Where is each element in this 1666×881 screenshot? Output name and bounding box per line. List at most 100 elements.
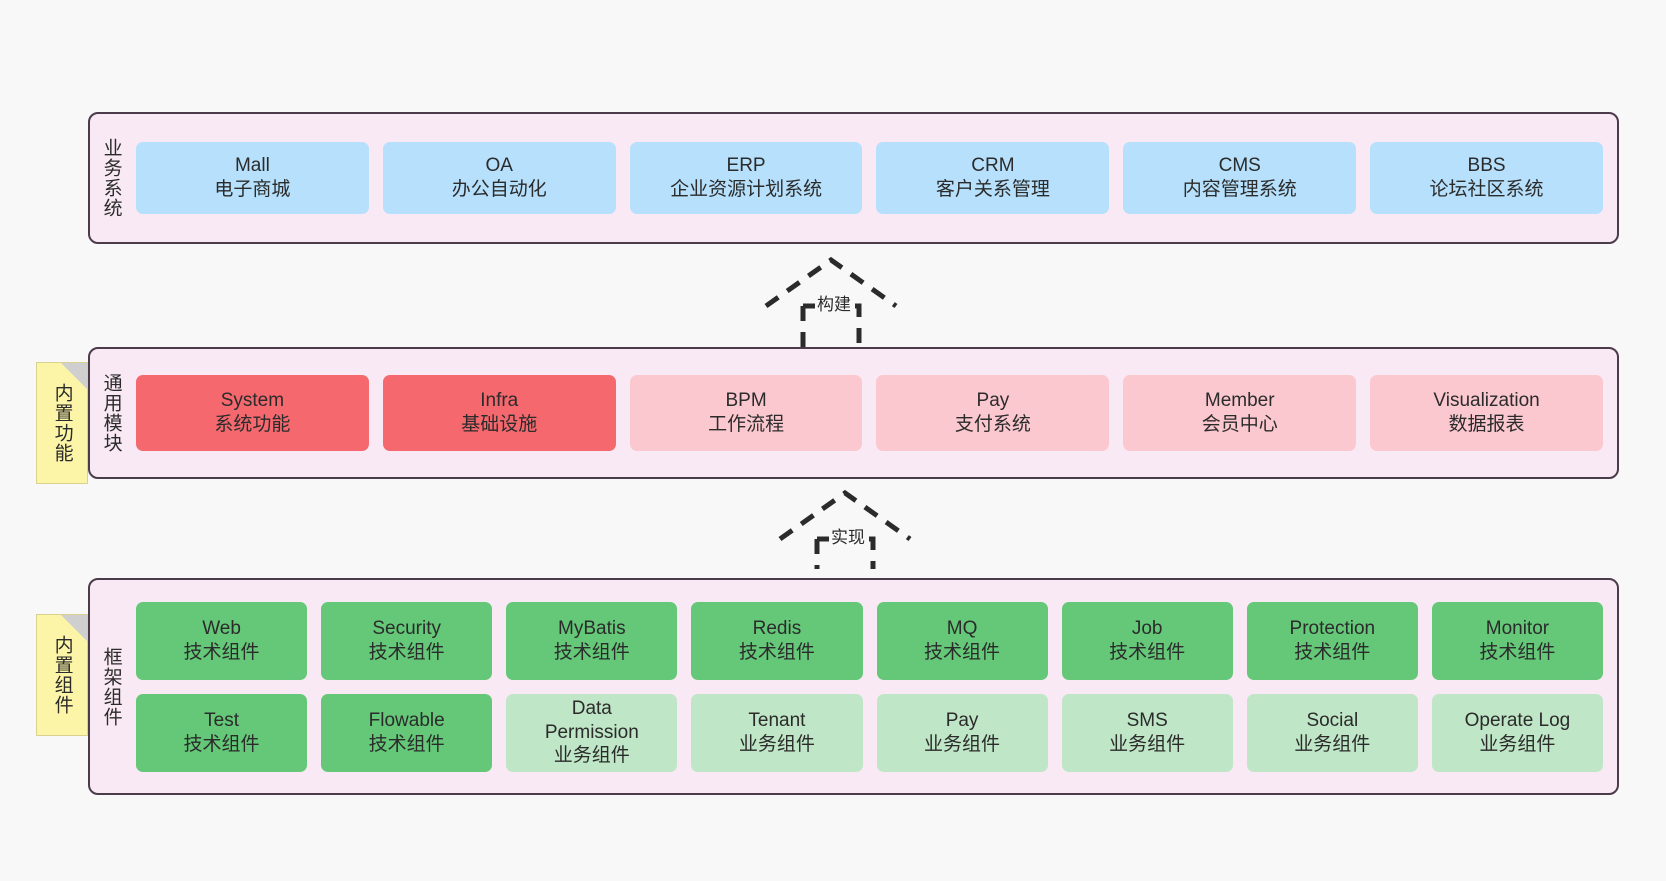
card-cms-desc: 内容管理系统 — [1182, 179, 1297, 200]
card-system[interactable]: System 系统功能 — [136, 375, 369, 451]
card-security[interactable]: Security 技术组件 — [321, 601, 493, 680]
layer-framework-component-body: Web 技术组件 Security 技术组件 MyBatis 技术组件 Redi… — [132, 580, 1617, 793]
framework-biz-row: Test 技术组件 Flowable 技术组件 Data Permission … — [136, 693, 1603, 772]
card-test[interactable]: Test 技术组件 — [136, 693, 308, 772]
note-builtin-function: 内置功能 — [36, 362, 88, 484]
card-web-desc: 技术组件 — [183, 641, 260, 663]
connector-build-label: 构建 — [815, 290, 853, 315]
card-pay-biz-name: Pay — [945, 709, 979, 731]
card-data-permission-desc: 业务组件 — [553, 745, 630, 767]
note-builtin-component: 内置组件 — [36, 614, 88, 736]
card-security-desc: 技术组件 — [368, 641, 445, 663]
card-sms-name: SMS — [1126, 709, 1168, 731]
card-mq-name: MQ — [946, 617, 978, 639]
card-crm-desc: 客户关系管理 — [935, 179, 1050, 200]
card-member[interactable]: Member 会员中心 — [1123, 375, 1357, 451]
card-operate-log-desc: 业务组件 — [1479, 733, 1556, 755]
layer-business-system: 业务系统 Mall 电子商城 OA 办公自动化 ERP 企业资源计划系统 CRM… — [88, 112, 1619, 244]
card-test-name: Test — [204, 709, 239, 731]
card-pay[interactable]: Pay 支付系统 — [876, 375, 1110, 451]
layer-framework-component: 框架组件 Web 技术组件 Security 技术组件 MyBatis 技术组件… — [88, 578, 1619, 795]
card-pay-desc: 支付系统 — [954, 414, 1031, 435]
card-redis-desc: 技术组件 — [738, 641, 815, 663]
card-visualization[interactable]: Visualization 数据报表 — [1370, 375, 1603, 451]
card-system-desc: 系统功能 — [214, 414, 291, 435]
card-monitor-name: Monitor — [1485, 617, 1550, 639]
card-tenant-name: Tenant — [748, 709, 806, 731]
card-mybatis-name: MyBatis — [558, 617, 626, 639]
connector-implement-label: 实现 — [829, 523, 867, 548]
layer-common-module-body: System 系统功能 Infra 基础设施 BPM 工作流程 Pay 支付系统… — [132, 349, 1617, 477]
card-bpm-desc: 工作流程 — [708, 414, 785, 435]
business-card-row: Mall 电子商城 OA 办公自动化 ERP 企业资源计划系统 CRM 客户关系… — [136, 142, 1603, 214]
card-oa-name: OA — [485, 155, 513, 177]
note-builtin-component-label: 内置组件 — [51, 635, 73, 715]
card-social[interactable]: Social 业务组件 — [1246, 693, 1418, 772]
card-test-desc: 技术组件 — [183, 733, 260, 755]
framework-tech-row: Web 技术组件 Security 技术组件 MyBatis 技术组件 Redi… — [136, 601, 1603, 680]
card-member-desc: 会员中心 — [1201, 414, 1278, 435]
card-erp[interactable]: ERP 企业资源计划系统 — [629, 142, 863, 214]
card-monitor-desc: 技术组件 — [1479, 641, 1556, 663]
card-flowable[interactable]: Flowable 技术组件 — [321, 693, 493, 772]
card-erp-desc: 企业资源计划系统 — [670, 179, 823, 200]
connector-implement-arrow — [778, 489, 912, 569]
card-job[interactable]: Job 技术组件 — [1061, 601, 1233, 680]
card-crm-name: CRM — [971, 155, 1015, 177]
card-tenant[interactable]: Tenant 业务组件 — [691, 693, 863, 772]
card-security-name: Security — [372, 617, 441, 639]
card-mall-name: Mall — [234, 155, 270, 177]
card-job-desc: 技术组件 — [1109, 641, 1186, 663]
card-member-name: Member — [1204, 390, 1275, 412]
card-oa[interactable]: OA 办公自动化 — [382, 142, 616, 214]
card-protection-name: Protection — [1289, 617, 1376, 639]
card-sms[interactable]: SMS 业务组件 — [1061, 693, 1233, 772]
common-card-row: System 系统功能 Infra 基础设施 BPM 工作流程 Pay 支付系统… — [136, 375, 1603, 451]
card-tenant-desc: 业务组件 — [738, 733, 815, 755]
card-visualization-desc: 数据报表 — [1448, 414, 1525, 435]
card-bbs-desc: 论坛社区系统 — [1429, 179, 1544, 200]
card-redis-name: Redis — [752, 617, 802, 639]
layer-business-system-body: Mall 电子商城 OA 办公自动化 ERP 企业资源计划系统 CRM 客户关系… — [132, 114, 1617, 242]
layer-common-module: 通用模块 System 系统功能 Infra 基础设施 BPM 工作流程 Pay… — [88, 347, 1619, 479]
card-infra[interactable]: Infra 基础设施 — [382, 375, 616, 451]
note-builtin-function-label: 内置功能 — [51, 383, 73, 463]
card-pay-biz[interactable]: Pay 业务组件 — [876, 693, 1048, 772]
card-cms[interactable]: CMS 内容管理系统 — [1123, 142, 1357, 214]
card-social-name: Social — [1306, 709, 1359, 731]
card-protection-desc: 技术组件 — [1294, 641, 1371, 663]
card-bbs-name: BBS — [1467, 155, 1506, 177]
card-social-desc: 业务组件 — [1294, 733, 1371, 755]
card-infra-desc: 基础设施 — [461, 414, 538, 435]
card-mybatis[interactable]: MyBatis 技术组件 — [506, 601, 678, 680]
card-pay-name: Pay — [976, 390, 1010, 412]
card-infra-name: Infra — [480, 390, 519, 412]
card-operate-log[interactable]: Operate Log 业务组件 — [1431, 693, 1603, 772]
card-data-permission[interactable]: Data Permission 业务组件 — [506, 693, 678, 772]
connector-build-arrow — [764, 256, 898, 348]
connector-build: 构建 — [756, 256, 906, 348]
card-visualization-name: Visualization — [1433, 390, 1540, 412]
card-crm[interactable]: CRM 客户关系管理 — [876, 142, 1110, 214]
layer-framework-component-label: 框架组件 — [100, 646, 122, 727]
card-system-name: System — [220, 390, 285, 412]
card-monitor[interactable]: Monitor 技术组件 — [1431, 601, 1603, 680]
card-mq[interactable]: MQ 技术组件 — [876, 601, 1048, 680]
card-mall-desc: 电子商城 — [214, 179, 291, 200]
card-bpm-name: BPM — [725, 390, 767, 412]
card-bpm[interactable]: BPM 工作流程 — [629, 375, 863, 451]
card-oa-desc: 办公自动化 — [451, 179, 547, 200]
card-job-name: Job — [1131, 617, 1163, 639]
card-mq-desc: 技术组件 — [924, 641, 1001, 663]
card-protection[interactable]: Protection 技术组件 — [1246, 601, 1418, 680]
card-redis[interactable]: Redis 技术组件 — [691, 601, 863, 680]
card-operate-log-name: Operate Log — [1464, 709, 1571, 731]
layer-common-module-label: 通用模块 — [100, 373, 122, 453]
card-web-name: Web — [202, 617, 241, 639]
card-mybatis-desc: 技术组件 — [553, 641, 630, 663]
card-mall[interactable]: Mall 电子商城 — [136, 142, 369, 214]
card-web[interactable]: Web 技术组件 — [136, 601, 308, 680]
card-bbs[interactable]: BBS 论坛社区系统 — [1370, 142, 1603, 214]
card-data-permission-name: Data Permission — [544, 697, 639, 743]
